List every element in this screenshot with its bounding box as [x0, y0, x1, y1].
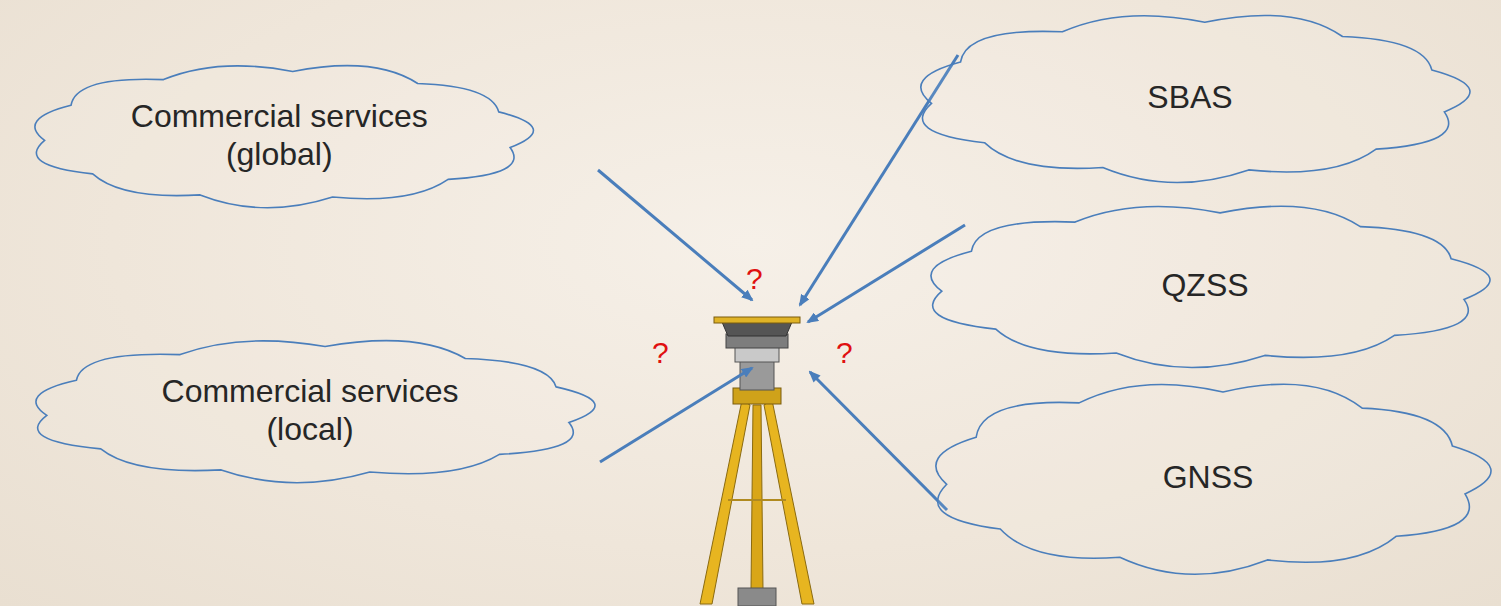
cloud-text: GNSS	[1163, 458, 1254, 496]
cloud-text: QZSS	[1161, 266, 1248, 304]
cloud-text: Commercial services (global)	[114, 97, 444, 174]
cloud-node: GNSS	[920, 372, 1496, 582]
cloud-text: Commercial services (local)	[145, 372, 475, 449]
cloud-node: SBAS	[905, 4, 1475, 190]
tripod-instrument	[700, 317, 814, 606]
cloud-outline	[20, 55, 539, 215]
cloud-node: Commercial services (global)	[20, 55, 539, 215]
question-mark: ?	[652, 336, 669, 370]
cloud-node: Commercial services (local)	[20, 330, 600, 490]
cloud-node: QZSS	[915, 195, 1495, 375]
signal-arrows	[598, 55, 965, 510]
question-mark: ?	[746, 262, 763, 296]
cloud-text: SBAS	[1147, 78, 1232, 116]
question-mark: ?	[836, 336, 853, 370]
cloud-outline	[20, 330, 600, 490]
